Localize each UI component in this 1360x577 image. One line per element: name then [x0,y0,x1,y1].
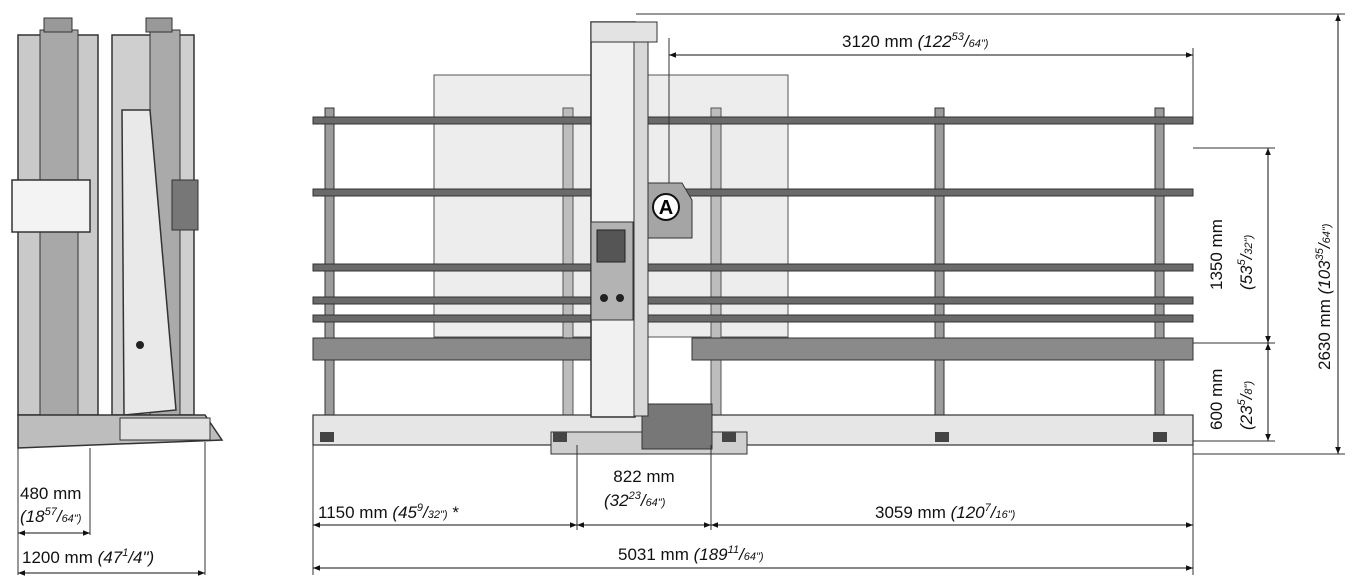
dim-lower-height-main: 600 mm [1207,369,1226,430]
front-main-column-inner [633,35,649,417]
dimension-lines [312,13,1345,575]
front-foot-1 [320,432,334,442]
callout-a-label: A [659,197,673,219]
dim-upper-height-imperial: (535/32") [1236,234,1256,290]
front-foot-2 [553,432,567,442]
side-knob [136,341,144,349]
front-foot-4 [935,432,949,442]
front-support-left [312,337,592,361]
side-motor-right [171,179,199,231]
dim-total-height: 2630 mm (10335/64") [1314,223,1334,370]
dim-side-width: 1200 mm (471/4") [22,547,154,567]
front-rail-3 [312,263,1194,272]
front-control-knob-2 [616,294,624,302]
front-support-right [691,337,1194,361]
side-left-column-cap [43,17,73,33]
dim-side-depth-main: 480 mm [20,484,81,503]
front-control-display [596,229,626,263]
callout-a-circle [652,193,680,221]
dim-overall-length: 5031 mm (18911/64") [618,544,764,564]
side-motor-block [11,179,91,233]
dim-upper-height-main: 1350 mm [1207,219,1226,290]
front-foot-3 [722,432,736,442]
dim-top-span: 3120 mm (12253/64") [842,31,989,51]
front-view: A [312,21,1194,455]
dim-center-span-main: 822 mm [613,467,674,486]
front-foot-5 [1153,432,1167,442]
front-rail-1 [312,116,1194,125]
front-main-column [590,21,636,418]
front-rail-4 [312,296,1194,305]
front-motor-housing [641,403,713,450]
dim-left-span: 1150 mm (459/32") * [318,502,459,522]
front-base-frame [312,414,1194,446]
dim-lower-height-imperial: (235/8") [1236,381,1256,430]
side-view: 480 mm (1857/64") 1200 mm (471/4") [11,17,224,576]
front-rail-5 [312,314,1194,323]
side-right-column-cap [145,17,173,33]
dim-center-span-imperial: (3223/64") [604,490,666,510]
side-base-foot [119,417,211,441]
front-column-head [590,21,658,43]
front-control-knob-1 [600,294,608,302]
dim-side-depth-imperial: (1857/64") [20,506,82,526]
front-rail-2 [312,188,1194,197]
dim-right-span: 3059 mm (1207/16") [875,502,1016,522]
side-saw-carriage [121,109,177,416]
